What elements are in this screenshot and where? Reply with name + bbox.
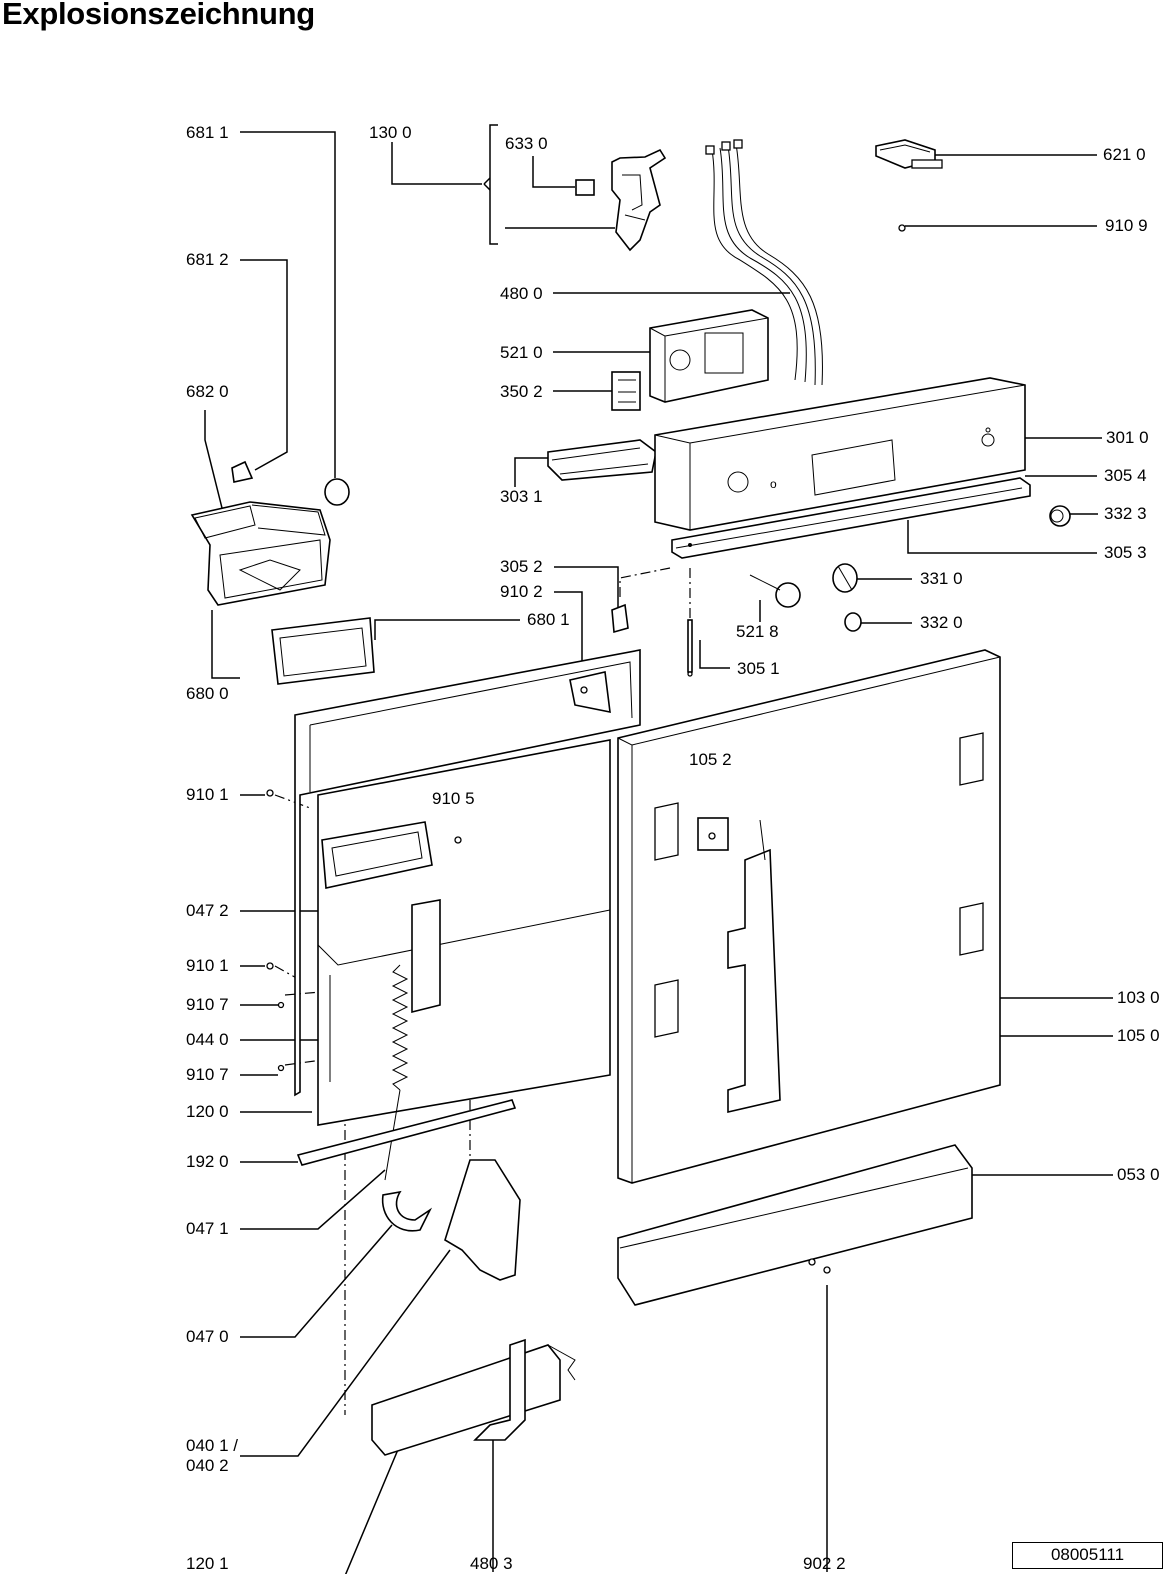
label-480-3: 480 3 [470, 1554, 513, 1573]
label-910-7-upper: 910 7 [186, 995, 229, 1014]
label-681-1: 681 1 [186, 123, 229, 142]
label-633-0: 633 0 [505, 134, 548, 153]
knobs [749, 505, 1071, 632]
label-105-2: 105 2 [689, 750, 732, 769]
label-040-1: 040 1 / [186, 1436, 238, 1455]
label-332-0: 332 0 [920, 613, 963, 632]
bottom-rail [617, 1144, 973, 1306]
label-053-0: 053 0 [1117, 1165, 1160, 1184]
label-682-0: 682 0 [186, 382, 229, 401]
label-621-0: 621 0 [1103, 145, 1146, 164]
label-305-3: 305 3 [1104, 543, 1147, 562]
door-spring [381, 964, 521, 1281]
label-680-0: 680 0 [186, 684, 229, 703]
label-044-0: 044 0 [186, 1030, 229, 1049]
label-910-9: 910 9 [1105, 216, 1148, 235]
handle-part [547, 439, 657, 481]
label-350-2: 350 2 [500, 382, 543, 401]
control-panel: o [654, 377, 1026, 531]
label-480-0: 480 0 [500, 284, 543, 303]
label-192-0: 192 0 [186, 1152, 229, 1171]
svg-text:o: o [770, 477, 777, 491]
label-521-8: 521 8 [736, 622, 779, 641]
label-305-2: 305 2 [500, 557, 543, 576]
control-board [611, 309, 769, 411]
label-305-1: 305 1 [737, 659, 780, 678]
label-130-0: 130 0 [369, 123, 412, 142]
label-305-4: 305 4 [1104, 466, 1147, 485]
label-303-1: 303 1 [500, 487, 543, 506]
leader-lines [204, 124, 1113, 1574]
label-910-7-lower: 910 7 [186, 1065, 229, 1084]
label-047-1: 047 1 [186, 1219, 229, 1238]
label-301-0: 301 0 [1106, 428, 1149, 447]
label-120-0: 120 0 [186, 1102, 229, 1121]
wiring-harness [705, 139, 823, 386]
label-910-1-upper: 910 1 [186, 785, 229, 804]
door-lock-part [575, 148, 667, 252]
page-title: Explosionszeichnung [2, 0, 315, 31]
label-910-2: 910 2 [500, 582, 543, 601]
label-910-5: 910 5 [432, 789, 475, 808]
label-910-1-lower: 910 1 [186, 956, 229, 975]
label-103-0: 103 0 [1117, 988, 1160, 1007]
label-047-2: 047 2 [186, 901, 229, 920]
bracket-and-rod [611, 603, 693, 677]
trim-rails [671, 477, 1031, 559]
label-047-0: 047 0 [186, 1327, 229, 1346]
inner-door-panel [266, 649, 641, 1126]
outer-door-panel [617, 649, 1001, 1184]
detergent-dispenser [190, 460, 375, 685]
label-331-0: 331 0 [920, 569, 963, 588]
kick-plate [371, 1338, 576, 1456]
label-040-2: 040 2 [186, 1456, 229, 1475]
document-number: 08005111 [1012, 1542, 1163, 1569]
label-680-1: 680 1 [527, 610, 570, 629]
label-332-3: 332 3 [1104, 504, 1147, 523]
module-part [875, 139, 943, 232]
label-120-1: 120 1 [186, 1554, 229, 1573]
label-902-2: 902 2 [803, 1554, 846, 1573]
door-seal [296, 1099, 517, 1166]
label-681-2: 681 2 [186, 250, 229, 269]
label-105-0: 105 0 [1117, 1026, 1160, 1045]
label-521-0: 521 0 [500, 343, 543, 362]
